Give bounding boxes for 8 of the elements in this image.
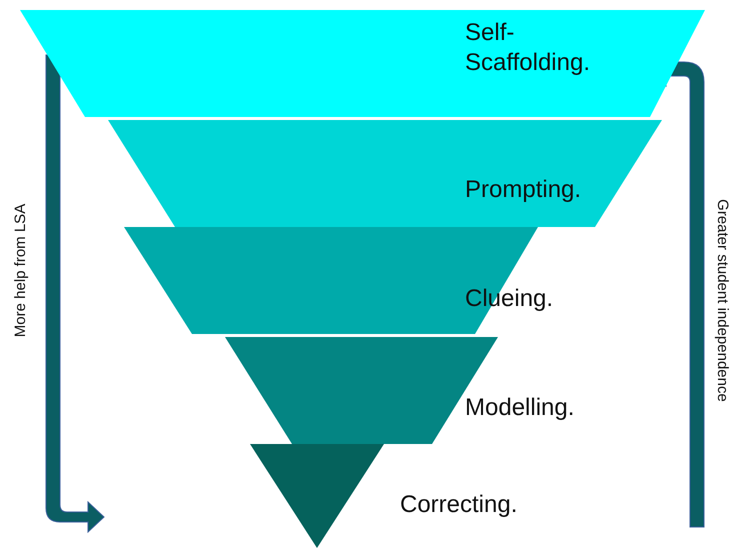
- band-label: Prompting.: [465, 175, 582, 205]
- band-label: Modelling.: [465, 393, 574, 423]
- band-label: Self-Scaffolding.: [465, 18, 591, 78]
- axis-label: More help from LSA: [12, 203, 29, 337]
- axis-label: Greater student independence: [713, 198, 730, 402]
- band-label: Correcting.: [400, 490, 518, 520]
- funnel-band: [20, 10, 705, 117]
- funnel-band: [108, 120, 662, 227]
